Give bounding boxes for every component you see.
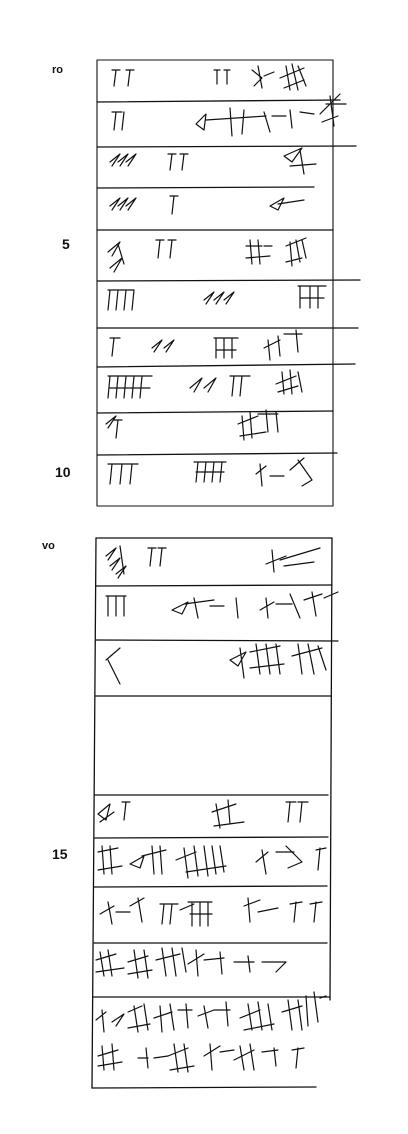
line-number-15: 15	[52, 846, 68, 862]
reverse-frame	[91, 537, 339, 1089]
reverse-line-16-signs	[99, 897, 323, 927]
reverse-line-14-signs	[97, 799, 309, 829]
obverse-line-6-signs	[107, 285, 327, 311]
reverse-line-17-signs	[95, 947, 287, 979]
obverse-line-4-signs	[109, 195, 305, 215]
reverse-line-18-signs	[95, 991, 327, 1033]
reverse-line-12-signs	[105, 591, 339, 619]
reverse-line-15-signs	[97, 845, 327, 879]
reverse-line-11-signs	[105, 545, 321, 579]
obverse-line-10-signs	[107, 457, 313, 487]
obverse-line-8-signs	[107, 369, 303, 399]
obverse-line-3-signs	[109, 147, 317, 175]
obverse-frame	[96, 59, 361, 507]
reverse-line-19-signs	[97, 1043, 305, 1073]
reverse-label: vo	[42, 540, 55, 552]
obverse-line-9-signs	[105, 409, 279, 441]
obverse-line-5-signs	[107, 237, 307, 273]
obverse-label: ro	[52, 64, 63, 76]
reverse-line-13-signs	[105, 643, 327, 685]
obverse-line-1-signs	[111, 63, 307, 91]
line-number-5: 5	[62, 236, 70, 252]
obverse-line-2-signs	[111, 93, 347, 137]
obverse-line-7-signs	[109, 329, 303, 361]
line-number-10: 10	[55, 464, 71, 480]
